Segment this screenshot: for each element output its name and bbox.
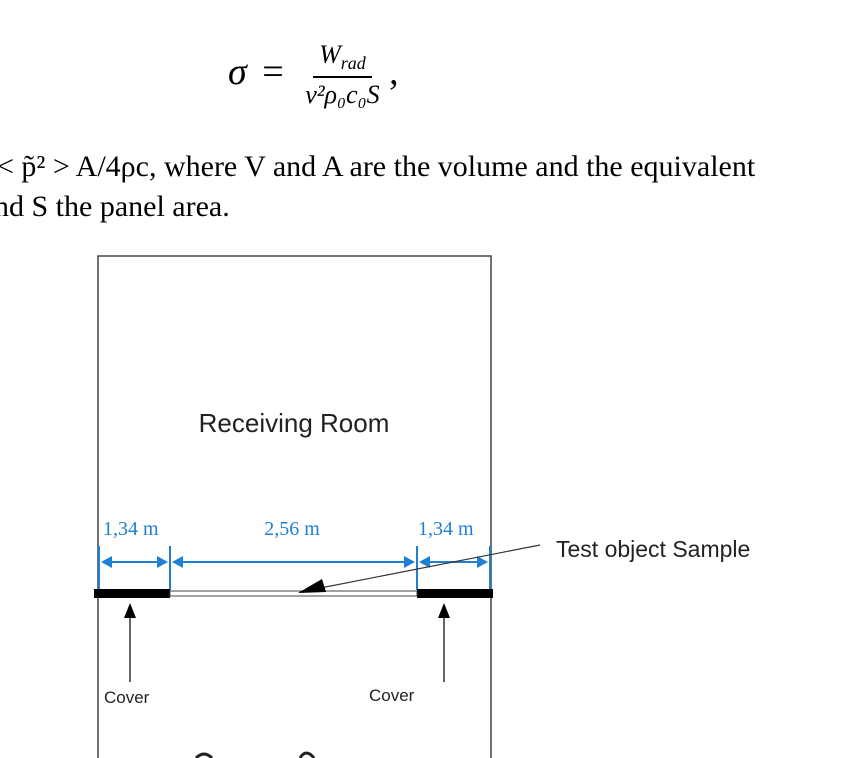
text-line-1: < p̃² > A/4ρc, where V and A are the vol… bbox=[0, 150, 756, 183]
test-object-arrowhead bbox=[298, 579, 326, 593]
wall-right-cover bbox=[417, 589, 493, 598]
receiving-room-label: Receiving Room bbox=[199, 408, 390, 438]
cover-right-label: Cover bbox=[369, 686, 415, 705]
test-object-leader-line bbox=[299, 544, 541, 593]
dimension-lines bbox=[98, 546, 491, 590]
equation-fraction: Wrad v²ρ₀c₀S bbox=[305, 40, 379, 110]
equation-lhs: σ bbox=[228, 50, 247, 93]
equation-trailing-comma: , bbox=[389, 50, 399, 93]
wall-left-cover bbox=[94, 589, 170, 598]
dimension-arrowheads bbox=[101, 556, 488, 568]
receiving-room-outline bbox=[97, 255, 492, 758]
equation-denominator: v²ρ₀c₀S bbox=[305, 80, 380, 110]
equation-equals: = bbox=[262, 50, 284, 93]
text-line-2: nd S the panel area. bbox=[0, 190, 230, 223]
cover-right-arrowhead bbox=[438, 603, 450, 618]
radiation-efficiency-equation: σ = Wrad v²ρ₀c₀S , bbox=[228, 40, 399, 110]
test-sample-panel bbox=[169, 590, 418, 597]
dimension-left-label: 1,34 m bbox=[103, 518, 159, 540]
source-room-label-partial bbox=[194, 751, 316, 758]
cover-left-arrowhead bbox=[124, 603, 136, 618]
equation-numerator: Wrad bbox=[313, 40, 372, 79]
dimension-middle-label: 2,56 m bbox=[264, 518, 320, 540]
test-object-label: Test object Sample bbox=[556, 536, 750, 562]
cover-left-label: Cover bbox=[104, 688, 150, 707]
dimension-right-label: 1,34 m bbox=[418, 518, 474, 540]
